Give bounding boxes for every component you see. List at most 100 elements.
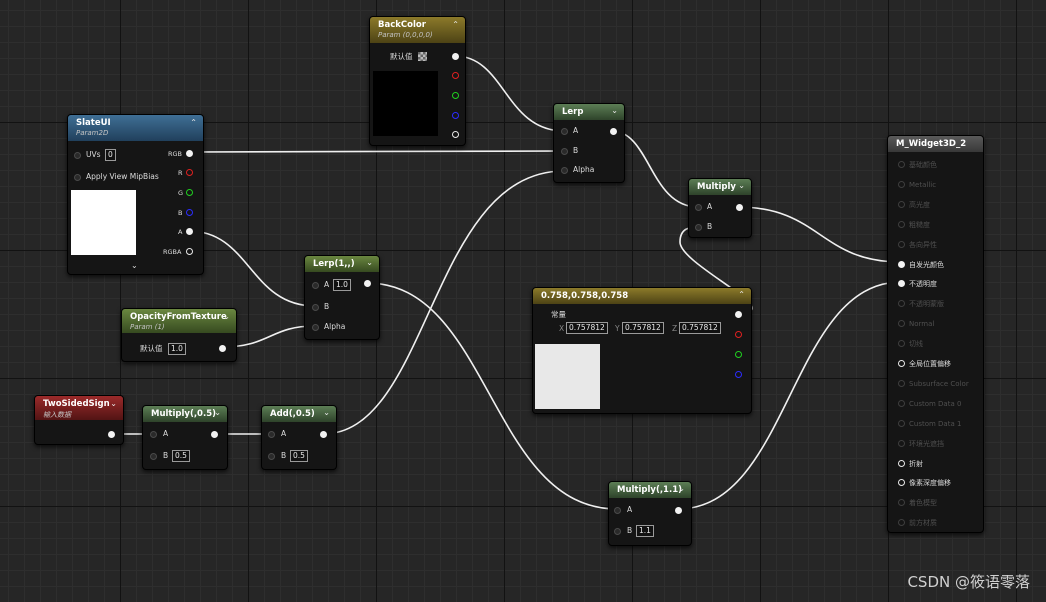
wire-lerp1-mult11[interactable]: [366, 282, 618, 510]
lerp1-b-in[interactable]: [312, 304, 319, 311]
mult05-a-in[interactable]: [150, 431, 157, 438]
slateui-uvs-in[interactable]: [74, 152, 81, 159]
mult05-header[interactable]: Multiply(,0.5) ⌄: [143, 406, 227, 422]
wire-slateui-a-lerp1[interactable]: [188, 230, 316, 307]
lerp1-alpha-in[interactable]: [312, 324, 319, 331]
mult11-out[interactable]: [675, 507, 682, 514]
constant-rgb-out[interactable]: [735, 311, 742, 318]
chevron-down-icon[interactable]: ⌄: [366, 258, 373, 267]
add05-header[interactable]: Add(,0.5) ⌄: [262, 406, 336, 422]
lerp1-a-in[interactable]: [312, 282, 319, 289]
material-pin-dot[interactable]: [898, 399, 905, 407]
opacity-out[interactable]: [219, 345, 226, 352]
constant-header[interactable]: 0.758,0.758,0.758 ⌃: [533, 288, 751, 304]
material-pin-dot[interactable]: [898, 320, 905, 328]
material-pin-dot[interactable]: [898, 300, 905, 308]
backcolor-header[interactable]: BackColor Param (0,0,0,0) ⌃: [370, 17, 465, 43]
constant-b-out[interactable]: [735, 371, 742, 378]
slateui-mipbias-in[interactable]: [74, 174, 81, 181]
wire-mult11-opacity[interactable]: [677, 281, 902, 510]
multiply-node[interactable]: Multiply ⌄ A B: [688, 178, 752, 238]
chevron-down-icon[interactable]: ⌄: [678, 484, 685, 493]
chevron-down-icon[interactable]: ⌄: [738, 181, 745, 190]
material-pin-dot[interactable]: [898, 479, 905, 487]
slateui-r-out[interactable]: [186, 169, 193, 176]
material-pin-dot[interactable]: [898, 459, 905, 467]
material-pin-dot[interactable]: [898, 419, 905, 427]
multiply-out[interactable]: [736, 204, 743, 211]
lerp-header[interactable]: Lerp ⌄: [554, 104, 624, 120]
backcolor-rgb-out[interactable]: [452, 53, 459, 60]
mult11-b-in[interactable]: [614, 528, 621, 535]
material-pin-dot[interactable]: [898, 519, 905, 527]
wire-add05-lerp-alpha[interactable]: [322, 170, 565, 435]
backcolor-b-out[interactable]: [452, 112, 459, 119]
material-pin-dot[interactable]: [898, 379, 905, 387]
twosided-node[interactable]: TwoSidedSign 输入数据 ⌄: [34, 395, 124, 445]
chevron-down-icon[interactable]: ⌄: [131, 261, 138, 270]
wire-multiply-emissive[interactable]: [737, 206, 902, 263]
lerp1-out[interactable]: [364, 280, 371, 287]
add05-out[interactable]: [320, 431, 327, 438]
twosided-out[interactable]: [108, 431, 115, 438]
constant-node[interactable]: 0.758,0.758,0.758 ⌃ 常量 X 0.757812 Y 0.75…: [532, 287, 752, 414]
constant-x-value[interactable]: 0.757812: [566, 322, 608, 334]
material-pin-dot[interactable]: [898, 220, 905, 228]
lerp-out[interactable]: [610, 128, 617, 135]
material-pin-dot[interactable]: [898, 240, 905, 248]
lerp-node[interactable]: Lerp ⌄ A B Alpha: [553, 103, 625, 183]
chevron-up-icon[interactable]: ⌃: [190, 118, 197, 127]
material-pin-dot[interactable]: [898, 360, 905, 367]
lerp1-node[interactable]: Lerp(1,,) ⌄ A 1.0 B Alpha: [304, 255, 380, 340]
lerp1-a-value[interactable]: 1.0: [333, 279, 351, 291]
wire-slateui-rgb[interactable]: [188, 150, 565, 153]
lerp-b-in[interactable]: [561, 148, 568, 155]
add05-b-value[interactable]: 0.5: [290, 450, 308, 462]
material-pin-dot[interactable]: [898, 439, 905, 447]
chevron-down-icon[interactable]: ⌄: [110, 399, 117, 408]
backcolor-r-out[interactable]: [452, 72, 459, 79]
chevron-down-icon[interactable]: ⌄: [611, 106, 618, 115]
material-header[interactable]: M_Widget3D_2: [888, 136, 983, 152]
opacity-header[interactable]: OpacityFromTexture Param (1) ⌄: [122, 309, 236, 333]
mult11-node[interactable]: Multiply(,1.1) ⌄ A B 1.1: [608, 481, 692, 546]
backcolor-g-out[interactable]: [452, 92, 459, 99]
lerp-alpha-in[interactable]: [561, 167, 568, 174]
add05-b-in[interactable]: [268, 453, 275, 460]
material-pin-dot[interactable]: [898, 260, 905, 268]
chevron-up-icon[interactable]: ⌃: [452, 20, 459, 29]
wire-backcolor-rgb[interactable]: [454, 55, 565, 132]
multiply-b-in[interactable]: [695, 224, 702, 231]
lerp1-header[interactable]: Lerp(1,,) ⌄: [305, 256, 379, 272]
mult11-a-in[interactable]: [614, 507, 621, 514]
opacity-default-value[interactable]: 1.0: [168, 343, 186, 355]
mult05-out[interactable]: [211, 431, 218, 438]
constant-y-value[interactable]: 0.757812: [622, 322, 664, 334]
chevron-up-icon[interactable]: ⌃: [738, 290, 745, 299]
chevron-down-icon[interactable]: ⌄: [223, 312, 230, 321]
material-pin-dot[interactable]: [898, 200, 905, 208]
slateui-a-out[interactable]: [186, 228, 193, 235]
material-pin-dot[interactable]: [898, 180, 905, 188]
constant-z-value[interactable]: 0.757812: [679, 322, 721, 334]
opacity-node[interactable]: OpacityFromTexture Param (1) ⌄ 默认值 1.0: [121, 308, 237, 362]
backcolor-node[interactable]: BackColor Param (0,0,0,0) ⌃ 默认值: [369, 16, 466, 146]
backcolor-a-out[interactable]: [452, 131, 459, 138]
slateui-header[interactable]: SlateUI Param2D ⌃: [68, 115, 203, 141]
slateui-node[interactable]: SlateUI Param2D ⌃ UVs 0 Apply View MipBi…: [67, 114, 204, 275]
add05-node[interactable]: Add(,0.5) ⌄ A B 0.5: [261, 405, 337, 470]
lerp-a-in[interactable]: [561, 128, 568, 135]
twosided-header[interactable]: TwoSidedSign 输入数据 ⌄: [35, 396, 123, 420]
slateui-rgb-out[interactable]: [186, 150, 193, 157]
multiply-a-in[interactable]: [695, 204, 702, 211]
slateui-rgba-out[interactable]: [186, 248, 193, 255]
add05-a-in[interactable]: [268, 431, 275, 438]
mult05-node[interactable]: Multiply(,0.5) ⌄ A B 0.5: [142, 405, 228, 470]
constant-g-out[interactable]: [735, 351, 742, 358]
multiply-header[interactable]: Multiply ⌄: [689, 179, 751, 195]
mult05-b-value[interactable]: 0.5: [172, 450, 190, 462]
material-pin-dot[interactable]: [898, 340, 905, 348]
slateui-g-out[interactable]: [186, 189, 193, 196]
checkerboard-icon[interactable]: [418, 52, 427, 61]
